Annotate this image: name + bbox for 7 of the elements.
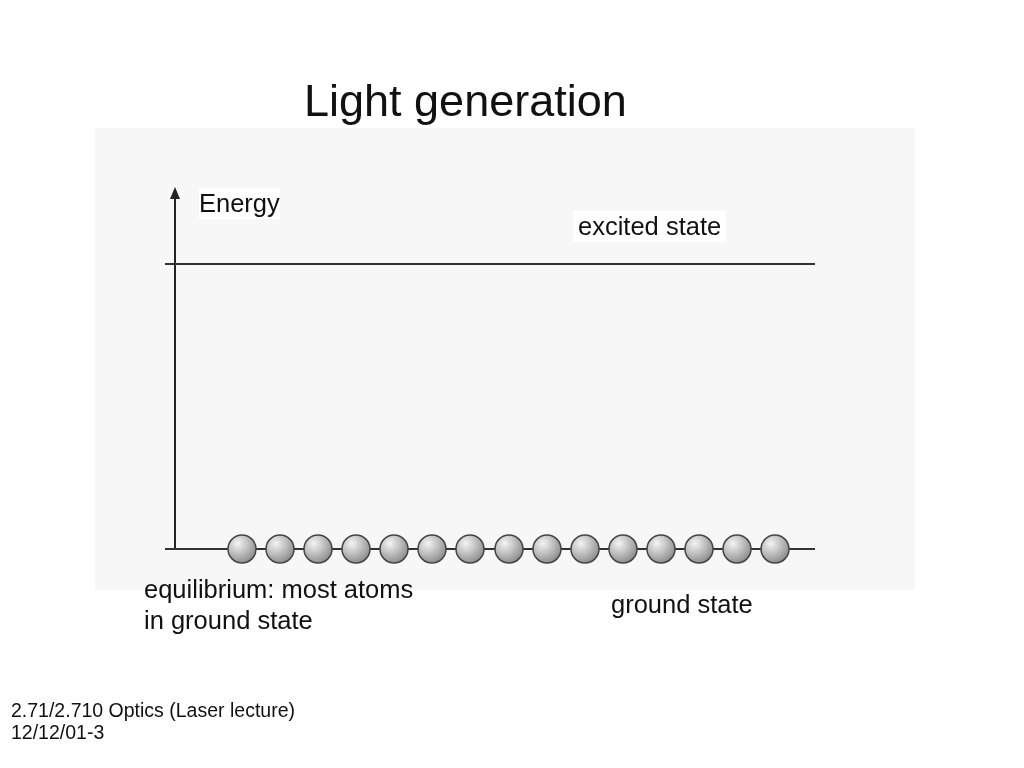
axis-label: Energy [199,188,280,219]
level-label: ground state [611,589,753,620]
footer-text: 12/12/01-3 [11,721,105,745]
level-label: excited state [573,211,727,242]
caption-text: equilibrium: most atoms in ground state [144,574,415,636]
footer-text: 2.71/2.710 Optics (Laser lecture) [11,699,295,723]
slide-title: Light generation [304,76,627,126]
